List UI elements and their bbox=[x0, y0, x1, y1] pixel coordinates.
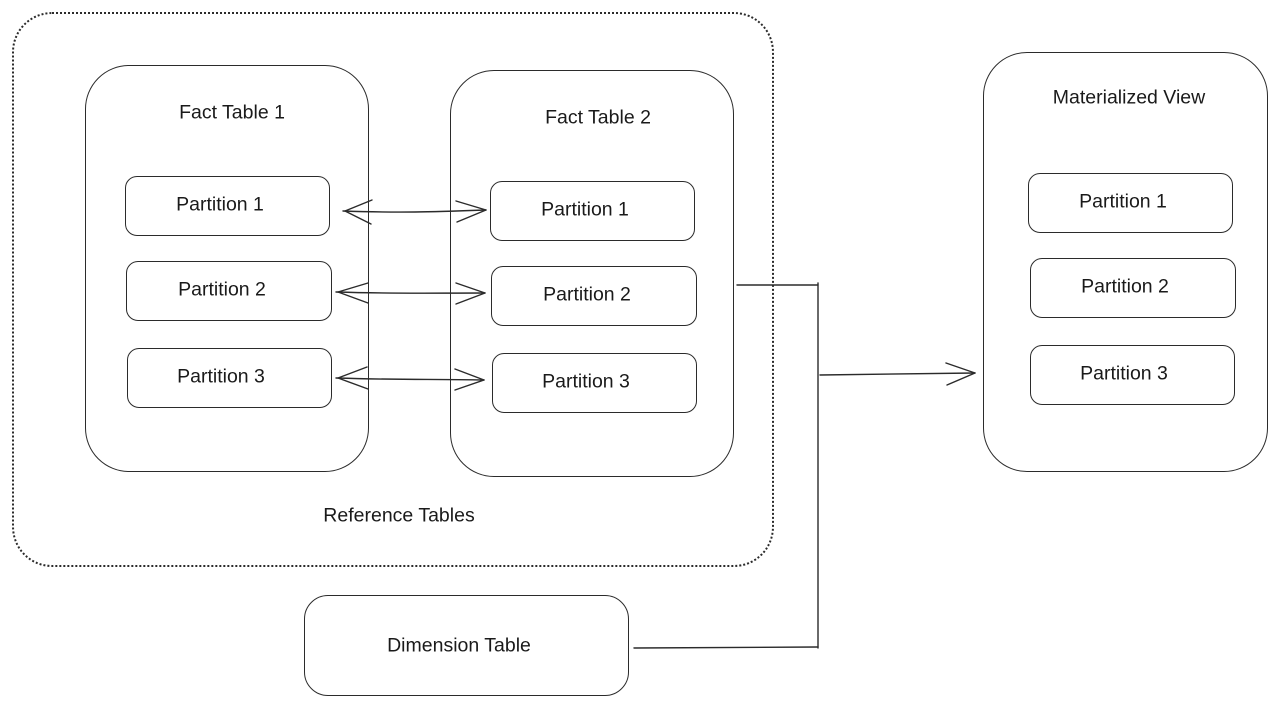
fact-table-2-partition-3[interactable] bbox=[492, 353, 697, 413]
fact-table-2-partition-1-label: Partition 1 bbox=[541, 198, 629, 221]
materialized-view-partition-3-label: Partition 3 bbox=[1080, 362, 1168, 385]
fact-table-1-partition-1-label: Partition 1 bbox=[176, 193, 264, 216]
fact-table-1-partition-3-label: Partition 3 bbox=[177, 365, 265, 388]
materialized-view-title: Materialized View bbox=[1052, 86, 1206, 109]
materialized-view-partition-1[interactable] bbox=[1028, 173, 1233, 233]
reference-tables-label: Reference Tables bbox=[323, 504, 475, 527]
fact-table-1-partition-1[interactable] bbox=[125, 176, 330, 236]
fact-table-2-partition-2-label: Partition 2 bbox=[543, 283, 631, 306]
fact-table-2-partition-2[interactable] bbox=[491, 266, 697, 326]
materialized-view-partition-3[interactable] bbox=[1030, 345, 1235, 405]
fact-table-2-title: Fact Table 2 bbox=[545, 106, 651, 129]
fact-table-1-partition-2[interactable] bbox=[126, 261, 332, 321]
fact-table-1-partition-3[interactable] bbox=[127, 348, 332, 408]
fact-table-1-partition-2-label: Partition 2 bbox=[178, 278, 266, 301]
reference-tables-group bbox=[12, 12, 774, 567]
materialized-view-partition-2-label: Partition 2 bbox=[1081, 275, 1169, 298]
materialized-view-partition-2[interactable] bbox=[1030, 258, 1236, 318]
fact-table-2-partition-3-label: Partition 3 bbox=[542, 370, 630, 393]
fact-table-1-title: Fact Table 1 bbox=[179, 101, 285, 124]
dimension-table[interactable] bbox=[304, 595, 629, 696]
fact-table-2-partition-1[interactable] bbox=[490, 181, 695, 241]
dimension-table-title: Dimension Table bbox=[387, 634, 531, 657]
materialized-view-partition-1-label: Partition 1 bbox=[1079, 190, 1167, 213]
